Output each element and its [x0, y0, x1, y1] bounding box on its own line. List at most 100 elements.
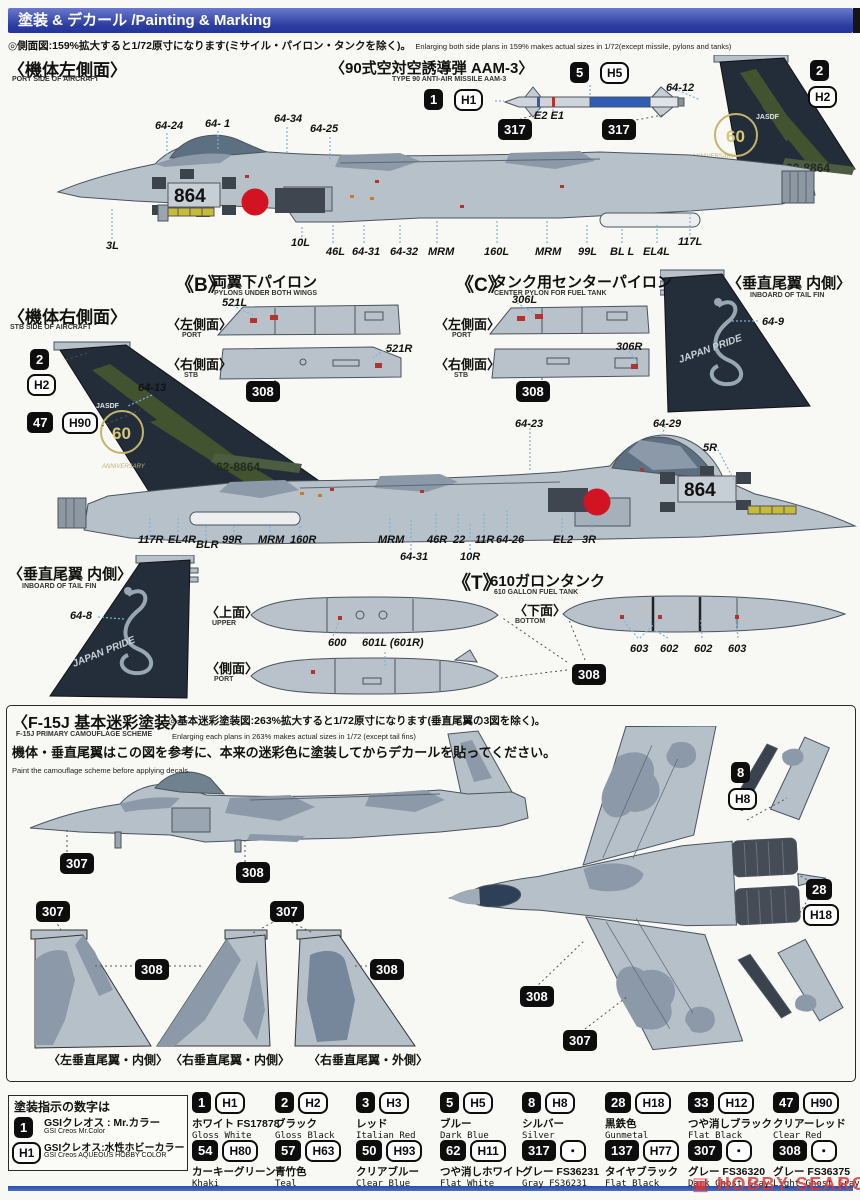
callout-label: 64-26 — [496, 534, 525, 546]
callout-label: MRM — [378, 534, 405, 546]
callout-label: 160R — [290, 534, 317, 546]
color-number-badge: 47 — [773, 1092, 800, 1113]
section-c-subtitle: CENTER PYLON FOR FUEL TANK — [494, 290, 607, 297]
paint-badge-aqueous: H18 — [803, 904, 840, 926]
color-code-badge: ・ — [559, 1140, 586, 1162]
dragon-art — [119, 589, 153, 676]
fin-inboard-subtitle: INBOARD OF TAIL FIN — [750, 292, 825, 299]
stb-side-subtitle: STB SIDE OF AIRCRAFT — [10, 324, 92, 331]
camo-note2-en: Paint the camouflage scheme before apply… — [12, 766, 191, 775]
callout-label: 10R — [460, 551, 481, 563]
callout-label: 64- 1 — [205, 118, 231, 130]
paint-badge-aqueous: H8 — [728, 788, 758, 810]
pylons-b-drawing — [216, 303, 402, 395]
dragon-art — [709, 300, 743, 387]
callout-label: 117L — [678, 236, 703, 248]
color-code-badge: H11 — [470, 1140, 506, 1162]
scale-note: ◎側面図:159%拡大すると1/72原寸になります(ミサイル・パイロン・タンクを… — [8, 36, 731, 54]
fin-caption: 〈左垂直尾翼・内側〉 — [48, 1053, 169, 1067]
color-number-badge: 33 — [688, 1092, 715, 1113]
decal-callout: 603 — [728, 643, 747, 655]
decal-badge: 317 — [498, 119, 532, 140]
bottom-rule — [8, 1186, 853, 1191]
color-number-badge: 57 — [275, 1140, 302, 1161]
color-number-badge: 54 — [192, 1140, 219, 1161]
leader-lines — [516, 302, 638, 363]
port-side-aircraft-drawing: 60 JASDF ANNIVERSARY 62-8864 864 — [56, 55, 856, 243]
color-name-en: Dark Blue — [440, 1131, 489, 1141]
leader-lines — [228, 303, 388, 359]
engine-right — [734, 885, 801, 926]
color-code-badge: H1 — [215, 1092, 245, 1114]
color-name-jp: つや消しブラック — [688, 1118, 772, 1130]
color-name-jp: クリアブルー — [356, 1166, 419, 1178]
tail-fin — [663, 273, 811, 413]
scale-note-en: Enlarging both side plans in 159% makes … — [415, 42, 732, 51]
paint-badge: 47 — [27, 412, 54, 433]
color-name-jp: クリアーレッド — [773, 1118, 846, 1130]
section-b-subtitle: PYLONS UNDER BOTH WINGS — [214, 290, 318, 297]
section-t-mark: 《T》 — [452, 573, 502, 594]
leader-lines — [495, 85, 591, 116]
tank-subtitle: 610 GALLON FUEL TANK — [494, 589, 579, 596]
stb-view-label: 〈右側面〉 — [435, 357, 501, 372]
color-code-badge: H77 — [642, 1140, 679, 1162]
port-side-title: 〈機体左側面〉 — [8, 61, 127, 80]
color-name-jp: ブラック — [275, 1118, 317, 1130]
color-name-en: Gloss Black — [275, 1131, 335, 1141]
color-code-badge: H63 — [305, 1140, 342, 1162]
leader-lines — [111, 86, 701, 243]
callout-label: 46R — [427, 534, 448, 546]
paint-badge: 1 — [424, 89, 444, 110]
camo-side-view-drawing — [29, 730, 529, 862]
decal-callout: E2 E1 — [534, 110, 564, 122]
paint-badge: 307 — [270, 901, 304, 922]
callout-label: 22 — [453, 534, 466, 546]
decal-callout: 306L — [512, 294, 538, 306]
stb-view-label-en: STB — [184, 372, 198, 379]
color-name-jp: 黒鉄色 — [605, 1118, 637, 1130]
camo-note-en: Enlarging each plans in 263% makes actua… — [172, 732, 416, 741]
fin-inboard-title: 〈垂直尾翼 内側〉 — [8, 566, 133, 583]
decal-callout: 603 — [630, 643, 649, 655]
callout-label: 117R — [138, 534, 164, 546]
camo-note-jp: ◎基本迷彩塗装図:263%拡大すると1/72原寸になります(垂直尾翼の3図を除く… — [168, 715, 546, 727]
color-name-en: Teal — [275, 1179, 297, 1189]
color-name-jp: グレー FS36231 — [522, 1166, 600, 1178]
callout-label: 99L — [578, 246, 597, 258]
color-name-jp: ホワイト FS17878 — [192, 1118, 280, 1130]
hinomaru-roundel — [241, 188, 269, 216]
scale-note-jp: ◎側面図:159%拡大すると1/72原寸になります(ミサイル・パイロン・タンクを… — [8, 40, 411, 52]
camo-plan-view-drawing — [448, 726, 844, 1051]
missile-title: 〈90式空対空誘導弾 AAM-3〉 — [330, 60, 534, 77]
port-view-label-en: PORT — [452, 332, 472, 339]
color-code-badge: H5 — [463, 1092, 493, 1114]
camouflage-section-box — [6, 705, 856, 1082]
color-name-en: Dark Ghost Gray — [688, 1179, 770, 1189]
port-view-label: 〈左側面〉 — [435, 317, 501, 332]
tank-side-view — [250, 657, 499, 695]
color-number-badge: 2 — [275, 1092, 295, 1113]
decal-callout: 521R — [386, 343, 413, 355]
paint-badge: 308 — [246, 381, 280, 402]
camo-tail-fins-drawing — [30, 919, 416, 1049]
callout-label: BLR — [196, 539, 219, 551]
stb-side-title: 〈機体右側面〉 — [8, 308, 127, 327]
decal-callout: 521L — [222, 297, 248, 309]
hobby-search-watermark: ▣ HOBBY SEARCH — [692, 1174, 860, 1195]
color-number-badge: 1 — [192, 1092, 212, 1113]
fin-caption: 〈右垂直尾翼・内側〉 — [170, 1053, 291, 1067]
canopy — [154, 771, 226, 795]
color-number-badge: 62 — [440, 1140, 467, 1161]
color-code-badge: H2 — [298, 1092, 328, 1114]
section-c-title: タンク用センターパイロン — [492, 274, 672, 291]
anniversary-text: ANNIVERSARY — [101, 464, 146, 470]
fin-inboard-title: 〈垂直尾翼 内側〉 — [727, 275, 852, 292]
tail-fin — [49, 559, 191, 699]
color-number-badge: 317 — [522, 1140, 556, 1161]
